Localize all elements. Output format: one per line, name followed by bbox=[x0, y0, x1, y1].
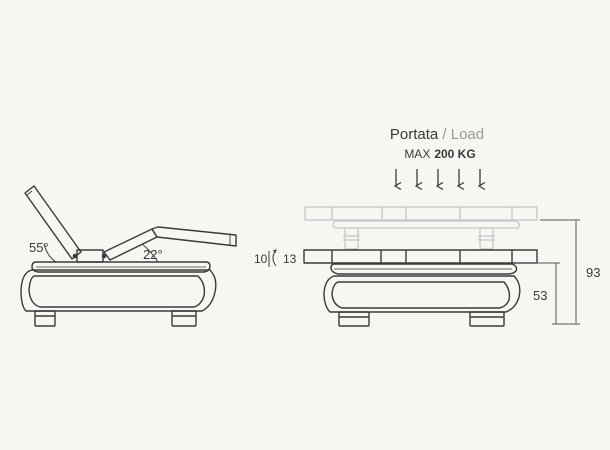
legrest-angle-label: 22° bbox=[143, 247, 163, 262]
lifting-bed bbox=[303, 249, 538, 327]
backrest-angle-arc bbox=[43, 243, 57, 263]
leg-section bbox=[151, 226, 237, 247]
load-title: Portata / Load bbox=[390, 126, 484, 143]
bed-base bbox=[20, 269, 217, 312]
lowered-mattress bbox=[303, 249, 538, 264]
rotate-arc-icon bbox=[268, 249, 277, 267]
bed-foot-right bbox=[171, 310, 197, 327]
backrest-angle-label: 55° bbox=[29, 240, 49, 255]
lift-leg-right bbox=[479, 227, 494, 250]
load-arrows bbox=[396, 169, 480, 186]
raised-mattress-ghost bbox=[304, 206, 538, 250]
max-height-label: 93 bbox=[586, 265, 600, 280]
mattress-max-height: 13 bbox=[283, 252, 297, 266]
dimension-lines bbox=[515, 219, 580, 325]
base-height-label: 53 bbox=[533, 288, 547, 303]
articulated-bed bbox=[20, 185, 237, 327]
lift-foot-left bbox=[338, 311, 370, 327]
mattress-min-height: 10 bbox=[254, 252, 268, 266]
bed-frame bbox=[31, 261, 211, 273]
backrest-section bbox=[24, 185, 82, 260]
legrest-angle-arc bbox=[141, 243, 159, 263]
bed-foot-left bbox=[34, 310, 56, 327]
lifting-bed-base bbox=[323, 275, 521, 313]
lift-leg-left bbox=[344, 227, 359, 250]
lift-foot-right bbox=[469, 311, 505, 327]
